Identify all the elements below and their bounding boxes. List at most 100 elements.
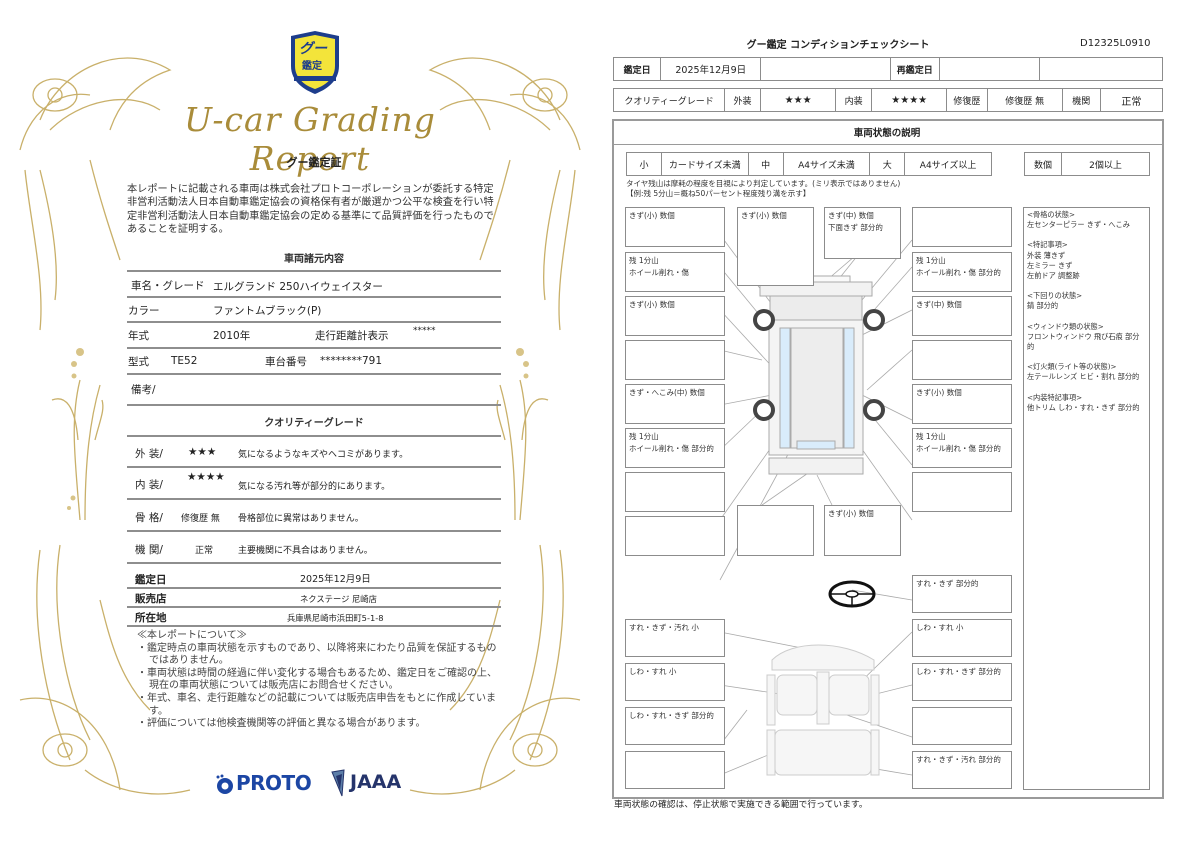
divider: [127, 587, 501, 589]
color-label: カラー: [128, 305, 160, 317]
condition-notes: <骨格の状態>左センターピラー きず・へこみ <特記事項>外装 薄きず左ミラー …: [1023, 207, 1150, 790]
odometer-value: *****: [413, 326, 436, 336]
divider: [127, 625, 501, 627]
repair-history-value: 修復歴 無: [986, 88, 1063, 112]
exterior-box-left-fender: きず(小) 数個: [625, 296, 725, 336]
exterior-box-rear-right-tire: 残 1分山ホイール削れ・傷 部分的: [912, 428, 1012, 468]
exterior-box-roof: [737, 505, 814, 556]
divider: [127, 296, 501, 298]
size-large-desc: A4サイズ以上: [904, 152, 992, 176]
appraisal-date-label: 鑑定日: [612, 57, 662, 81]
name-grade-label: 車名・グレード: [131, 280, 205, 292]
count-desc: 2個以上: [1061, 152, 1150, 176]
dealer-label: 販売店: [135, 593, 167, 605]
size-medium-label: 中: [747, 152, 784, 176]
note-interior: <内装特記事項>他トリム しわ・すれ・きず 部分的: [1027, 392, 1140, 412]
grade-engine-label: 機 関/: [135, 544, 163, 556]
date-row-table: 鑑定日 2025年12月9日 再鑑定日: [612, 57, 1164, 81]
exterior-box-front-left-tire: 残 1分山ホイール削れ・傷: [625, 252, 725, 292]
interior-box-right-trim: しわ・すれ・きず 部分的: [912, 663, 1012, 701]
tire-note-line1: タイヤ残山は摩耗の程度を目視により判定しています。(ミリ表示ではありません): [626, 179, 901, 188]
exterior-box-rear-left-corner: [625, 516, 725, 556]
engine-value: 正常: [1099, 88, 1164, 112]
appraisal-date-value: 2025年12月9日: [660, 57, 762, 81]
sheet-footer-note: 車両状態の確認は、停止状態で実施できる範囲で行っています。: [614, 800, 868, 810]
badge-line1: グー: [299, 41, 327, 57]
interior-box-rear-seat: [625, 751, 725, 789]
tire-note: タイヤ残山は摩耗の程度を目視により判定しています。(ミリ表示ではありません) 【…: [626, 179, 900, 199]
notes-title: ≪本レポートについて≫: [137, 630, 247, 641]
divider: [127, 606, 501, 608]
divider: [127, 404, 501, 406]
spec-section-title: 車両諸元内容: [284, 254, 344, 265]
badge-line2: 鑑定: [302, 61, 322, 72]
exterior-box-right-quarter: [912, 472, 1012, 512]
exterior-label: 外装: [724, 88, 762, 112]
interior-box-console: [912, 707, 1012, 745]
report-notes: ≪本レポートについて≫ ・鑑定時点の車両状態を示すものであり、以降将来にわたり品…: [137, 630, 497, 731]
repair-history-label: 修復歴: [946, 88, 988, 112]
gold-ornament-frame-icon: [19, 57, 581, 795]
exterior-box-front-bumper: きず(中) 数個下面きず 部分的: [824, 207, 901, 259]
interior-box-rear-floor: すれ・きず・汚れ 部分的: [912, 751, 1012, 789]
document-id: D12325L0910: [1080, 38, 1151, 49]
grade-section-title: クオリティーグレード: [264, 418, 364, 429]
year-value: 2010年: [213, 330, 251, 342]
shield-badge-icon: [291, 31, 339, 94]
engine-label: 機関: [1061, 88, 1101, 112]
reappraisal-date-label: 再鑑定日: [889, 57, 941, 81]
steering-wheel-icon: [828, 580, 876, 608]
proto-logo-text: PROTO: [236, 771, 312, 795]
divider: [614, 144, 1162, 145]
divider: [127, 347, 501, 349]
exterior-box-right-rear-door: きず(小) 数個: [912, 384, 1012, 424]
certificate-intro: 本レポートに記載される車両は株式会社プロトコーポレーションが委託する特定非営利活…: [127, 184, 494, 235]
appraisal-date-label: 鑑定日: [135, 574, 167, 586]
odometer-label: 走行距離計表示: [315, 330, 389, 342]
exterior-box-left-quarter: [625, 472, 725, 512]
interior-box-driver-seat: しわ・すれ 小: [912, 619, 1012, 657]
tire-icon: [753, 309, 885, 421]
note-item: ・車両状態は時間の経過に伴い変化する場合もあるため、鑑定日をご確認の上、現在の車…: [137, 667, 497, 692]
certificate-subtitle: グー鑑定証: [286, 156, 342, 169]
dealer-value: ネクステージ 尼崎店: [300, 594, 377, 604]
remarks-label: 備考/: [131, 384, 156, 396]
car-interior-seats-icon: [766, 644, 880, 776]
interior-box-dashboard: すれ・きず・汚れ 小: [625, 619, 725, 657]
empty-cell: [1038, 57, 1164, 81]
car-top-view-icon: [759, 275, 873, 475]
appraisal-date-value: 2025年12月9日: [300, 574, 371, 585]
address-label: 所在地: [135, 612, 167, 624]
grade-frame-value: 修復歴 無: [181, 514, 220, 524]
grade-interior-label: 内 装/: [135, 479, 163, 491]
tire-note-line2: 【例:残 5分山＝概ね50パーセント程度残り溝を示す】: [626, 189, 811, 198]
color-value: ファントムブラック(P): [213, 305, 322, 317]
exterior-box-front-left-corner: きず(小) 数個: [625, 207, 725, 247]
exterior-box-rear-left-tire: 残 1分山ホイール削れ・傷 部分的: [625, 428, 725, 468]
exterior-stars: ★★★: [760, 88, 837, 112]
chassis-value: ********791: [320, 355, 383, 367]
grade-engine-desc: 主要機関に不具合はありません。: [238, 546, 373, 556]
vehicle-diagram: [719, 239, 913, 776]
note-item: ・年式、車名、走行距離などの記載については販売店申告をもとに作成しています。: [137, 692, 496, 717]
proto-logo-icon: [216, 774, 233, 794]
model-value: TE52: [171, 355, 198, 367]
size-legend-table: 小 カードサイズ未満 中 A4サイズ未満 大 A4サイズ以上: [626, 152, 992, 176]
count-legend-table: 数個 2個以上: [1024, 152, 1150, 176]
grade-exterior-stars: ★★★: [188, 446, 217, 458]
model-label: 型式: [128, 356, 149, 368]
size-small-label: 小: [626, 152, 662, 176]
divider: [127, 562, 501, 564]
note-item: ・評価については他検査機関等の評価と異なる場合があります。: [137, 718, 426, 730]
sheet-title: グー鑑定 コンディションチェックシート: [746, 40, 930, 51]
grade-frame-desc: 骨格部位に異常はありません。: [238, 514, 364, 524]
count-label: 数個: [1024, 152, 1062, 176]
divider: [127, 270, 501, 272]
grading-certificate: グー 鑑定 U-car Grading Report グー鑑定証 本レポートに記…: [19, 30, 581, 797]
note-underbody: <下回りの状態>錆 部分的: [1027, 291, 1083, 311]
grade-exterior-desc: 気になるようなキズやヘコミがあります。: [238, 450, 409, 460]
grade-interior-stars: ★★★★: [187, 471, 225, 483]
size-medium-desc: A4サイズ未満: [782, 152, 871, 176]
grade-row-table: クオリティーグレード 外装 ★★★ 内装 ★★★★ 修復歴 修復歴 無 機関 正…: [612, 88, 1164, 112]
goo-kantei-badge: グー 鑑定: [287, 30, 343, 96]
